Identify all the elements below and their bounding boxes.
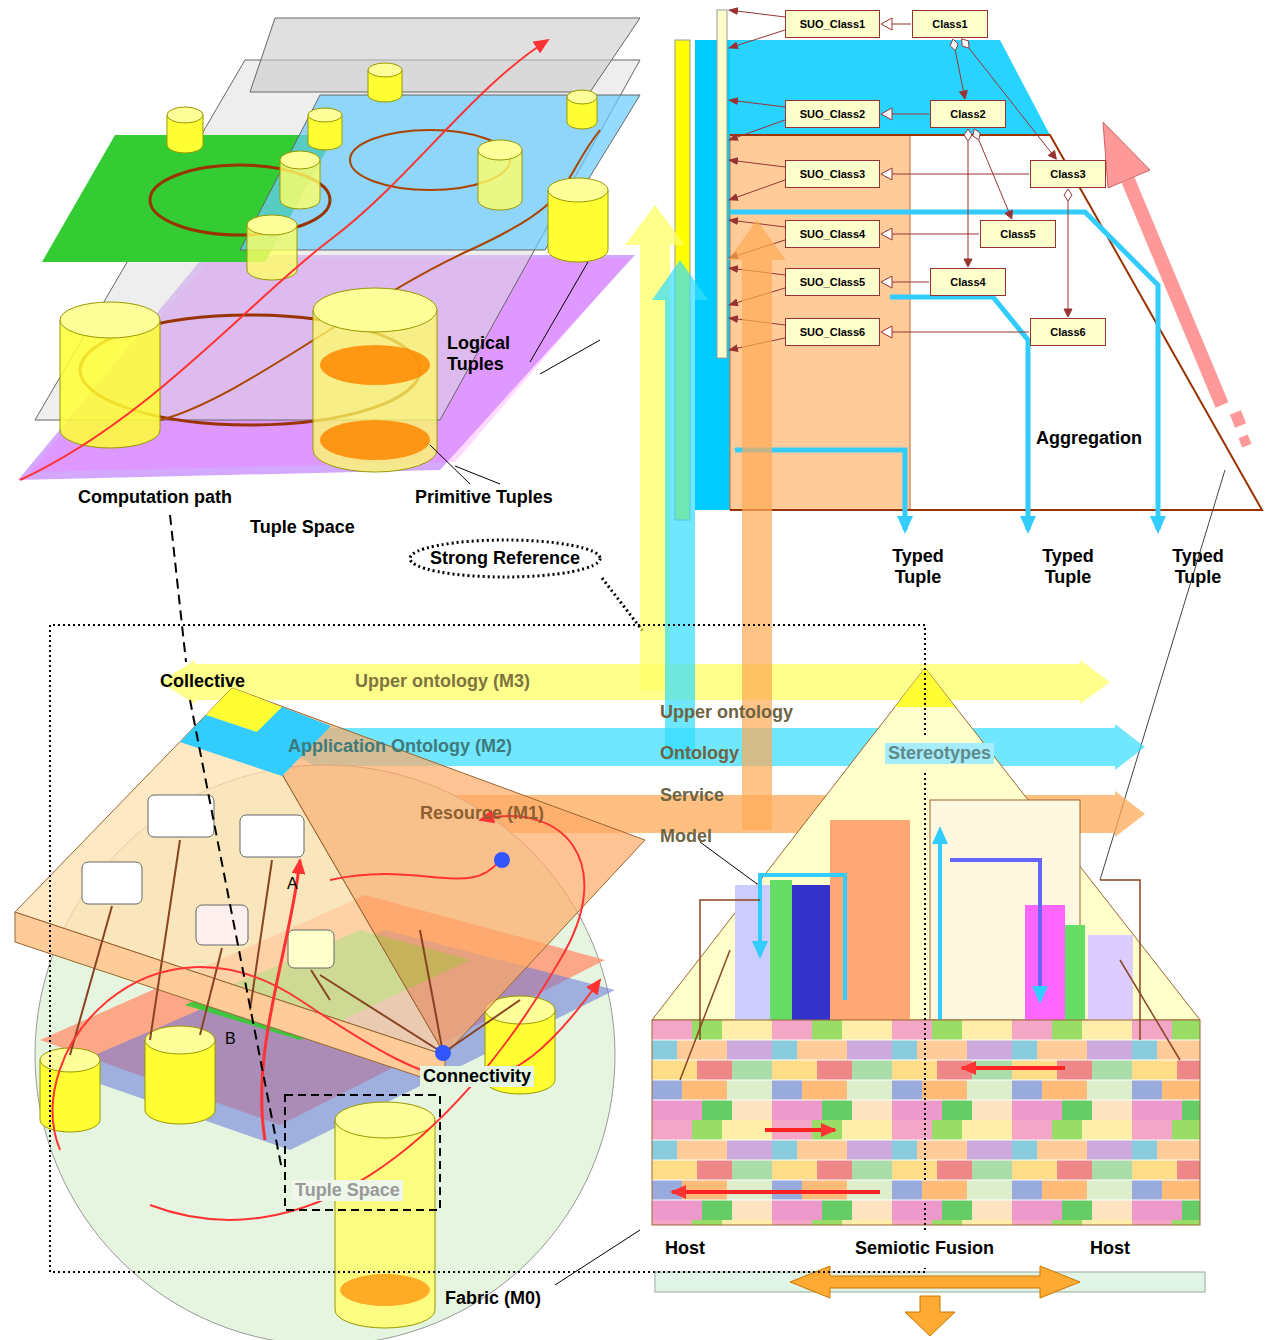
reference-label: Strong Reference xyxy=(430,548,580,568)
class-name: Class1 xyxy=(932,18,967,30)
uml-class-box: SUO_Class3 xyxy=(785,160,880,188)
uml-class-box: Class3 xyxy=(1030,160,1106,188)
generalization-edge xyxy=(881,326,1029,338)
uml-class-box: SUO_Class2 xyxy=(785,100,880,128)
aggregation-diamond xyxy=(950,39,958,51)
stereotype-label: Stereotypes xyxy=(885,743,994,764)
connector-line xyxy=(892,174,1029,175)
column-label: Upper ontology xyxy=(660,702,793,723)
path-label: Computation path xyxy=(78,487,232,508)
arrow-head xyxy=(881,326,892,338)
class-name: Class6 xyxy=(1050,326,1085,338)
plane-label: Logical Tuples xyxy=(447,333,537,375)
column-label: Service xyxy=(660,785,724,806)
connector-line xyxy=(1068,201,1069,309)
column-label: Model xyxy=(660,826,712,847)
aggregation-diamond xyxy=(1064,189,1072,201)
band-label: Application Ontology (M2) xyxy=(288,736,512,757)
arrow-head xyxy=(964,259,972,267)
plane-label: Primitive Tuples xyxy=(415,487,553,508)
generalization-edge xyxy=(881,168,1029,180)
aggregation-edge xyxy=(964,129,972,267)
connector-line xyxy=(892,332,1029,333)
connector-line xyxy=(892,114,929,115)
connector-line xyxy=(968,141,969,259)
arrow-head xyxy=(881,18,892,30)
uml-class-box: SUO_Class5 xyxy=(785,268,880,296)
aggregation-edge xyxy=(973,129,1013,219)
class-name: SUO_Class6 xyxy=(800,326,865,338)
connectivity-label: Connectivity xyxy=(420,1066,534,1087)
space-label: Tuple Space xyxy=(292,1180,403,1201)
aggregation-diamond xyxy=(962,39,969,48)
host-label: Host xyxy=(665,1238,705,1259)
aggregation-edge xyxy=(950,39,967,99)
class-name: Class5 xyxy=(1000,228,1035,240)
class-name: Class4 xyxy=(950,276,985,288)
class-name: SUO_Class3 xyxy=(800,168,865,180)
uml-class-box: SUO_Class4 xyxy=(785,220,880,248)
arrow-head xyxy=(881,108,892,120)
level-label: Collective xyxy=(160,671,245,692)
uml-class-box: Class1 xyxy=(912,10,988,38)
arrow-head xyxy=(881,228,892,240)
uml-class-box: SUO_Class6 xyxy=(785,318,880,346)
uml-class-box: Class6 xyxy=(1030,318,1106,346)
output-label: Typed Tuple xyxy=(878,546,958,588)
generalization-edge xyxy=(881,228,979,240)
connector-line xyxy=(979,140,1009,212)
uml-class-box: SUO_Class1 xyxy=(785,10,880,38)
arrow-head xyxy=(881,276,892,288)
band-label: Upper ontology (M3) xyxy=(355,671,530,692)
host-label: Host xyxy=(1090,1238,1130,1259)
point-label: A xyxy=(287,873,298,894)
fusion-label: Semiotic Fusion xyxy=(852,1238,997,1259)
connector-line xyxy=(892,234,979,235)
fabric-label: Fabric (M0) xyxy=(445,1288,541,1309)
class-name: SUO_Class4 xyxy=(800,228,865,240)
class-name: SUO_Class1 xyxy=(800,18,865,30)
aggregation-edge xyxy=(962,39,1057,159)
connector-line xyxy=(955,51,963,91)
output-label: Typed Tuple xyxy=(1158,546,1238,588)
uml-class-box: Class2 xyxy=(930,100,1006,128)
connector-line xyxy=(892,24,911,25)
connector-line xyxy=(892,282,929,283)
class-name: SUO_Class2 xyxy=(800,108,865,120)
class-name: Class2 xyxy=(950,108,985,120)
relation-label: Aggregation xyxy=(1036,428,1142,449)
arrow-head xyxy=(960,90,968,99)
point-label: B xyxy=(225,1028,236,1049)
uml-class-box: Class5 xyxy=(980,220,1056,248)
aggregation-diamond xyxy=(964,129,972,141)
column-label: Ontology xyxy=(660,743,739,764)
arrow-head xyxy=(881,168,892,180)
class-name: SUO_Class5 xyxy=(800,276,865,288)
class-name: Class3 xyxy=(1050,168,1085,180)
arrow-head xyxy=(1064,309,1072,317)
space-label: Tuple Space xyxy=(250,517,355,538)
arrow-head xyxy=(1005,210,1012,219)
band-label: Resource (M1) xyxy=(420,803,544,824)
output-label: Typed Tuple xyxy=(1028,546,1108,588)
aggregation-diamond xyxy=(973,129,980,140)
uml-class-box: Class4 xyxy=(930,268,1006,296)
generalization-edge xyxy=(881,108,929,120)
aggregation-edge xyxy=(1064,189,1072,317)
generalization-edge xyxy=(881,276,929,288)
arrow-head xyxy=(1048,150,1056,159)
generalization-edge xyxy=(881,18,911,30)
reference-ellipse: Strong Reference xyxy=(408,538,602,579)
